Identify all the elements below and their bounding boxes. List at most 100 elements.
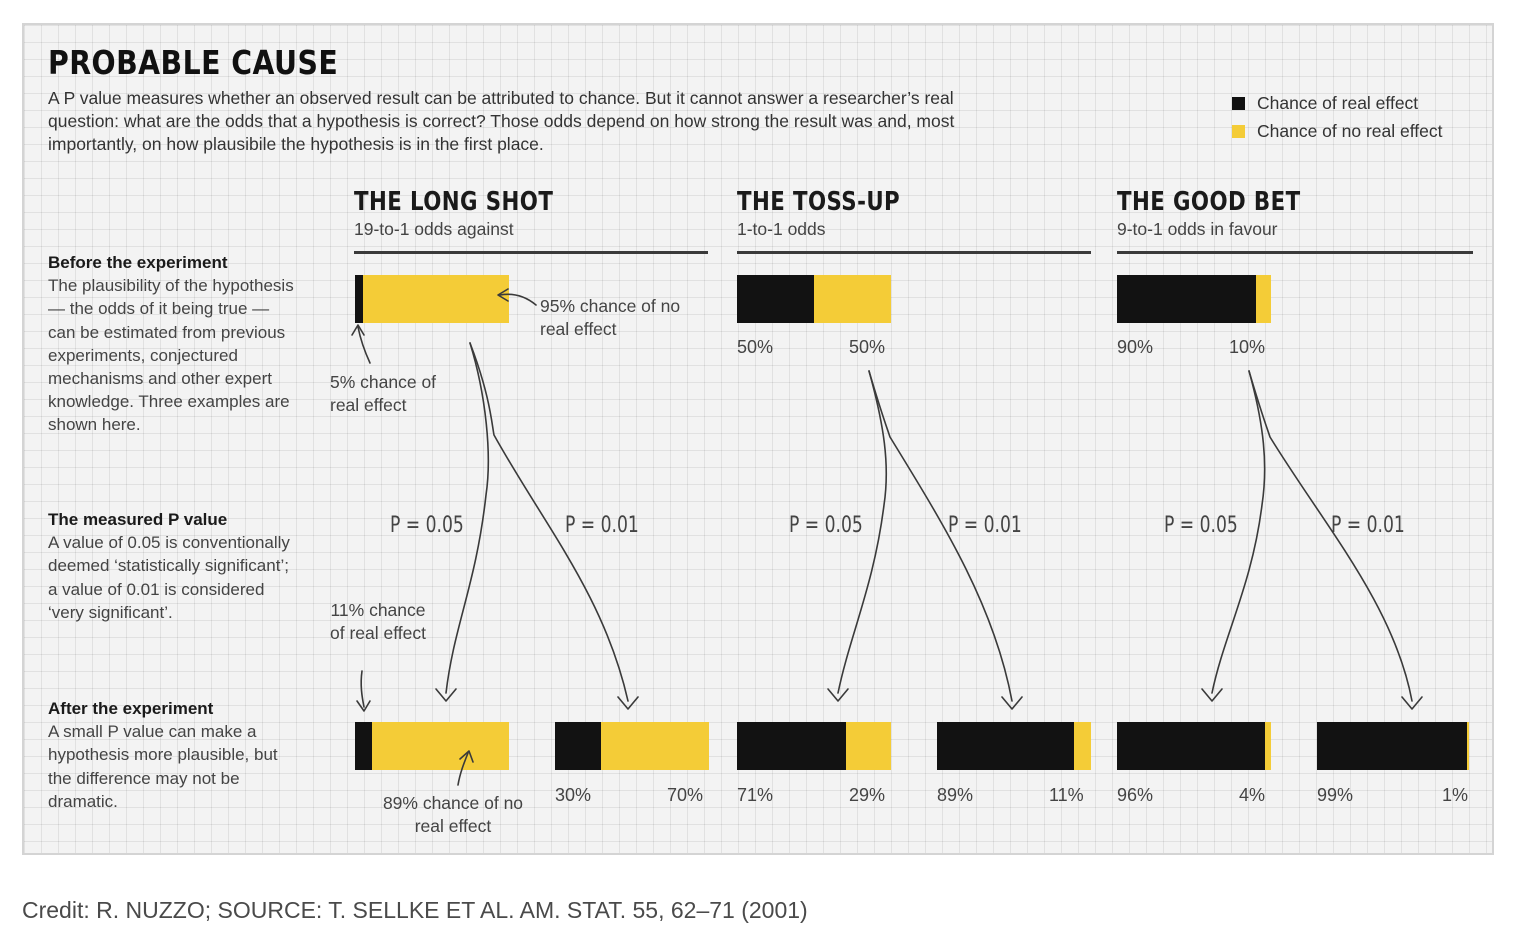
p-value-label: P = 0.05 <box>1164 513 1238 538</box>
legend-label-none: Chance of no real effect <box>1257 120 1443 141</box>
intro-text: A P value measures whether an observed r… <box>48 88 955 154</box>
bar-long-shot-before <box>355 275 509 323</box>
pct-label-none: 10% <box>1229 337 1266 357</box>
figure-title: PROBABLE CAUSE <box>48 43 339 82</box>
column-rule <box>1117 251 1473 254</box>
bar-toss-up-p05 <box>737 722 891 770</box>
column-subtitle: 9-to-1 odds in favour <box>1117 219 1278 239</box>
segment-real <box>1117 722 1265 770</box>
segment-real <box>1317 722 1468 770</box>
legend-swatch-none <box>1232 124 1245 138</box>
p-value-label: P = 0.01 <box>565 513 639 538</box>
arrow-long-shot-5-pointer-head <box>351 324 365 336</box>
side-before-body: The plausibility of the hypothesis — the… <box>48 276 294 435</box>
pct-label-none: 50% <box>849 337 886 357</box>
arrow-long-shot-11-pointer <box>360 670 365 708</box>
column-header-long-shot: THE LONG SHOT 19-to-1 odds against <box>354 187 710 240</box>
column-rule <box>354 251 708 254</box>
infographic-panel: PROBABLE CAUSE A P value measures whethe… <box>22 23 1494 855</box>
side-before: Before the experiment The plausibility o… <box>48 251 298 437</box>
column-subtitle: 19-to-1 odds against <box>354 219 514 239</box>
arrow-long-shot-p05-head <box>435 688 457 702</box>
segment-real <box>555 722 602 770</box>
column-title: THE TOSS-UP <box>737 187 901 217</box>
pct-label-none: 29% <box>849 785 886 805</box>
pct-label-none: 11% <box>1049 785 1084 805</box>
arrow-good-bet-p01-head <box>1401 696 1423 710</box>
bar-good-bet-p05 <box>1117 722 1271 770</box>
segment-real <box>355 275 363 323</box>
pct-label-real: 50% <box>737 337 774 357</box>
arrows-layer <box>351 288 1423 786</box>
arrow-toss-up-p01 <box>868 370 1013 702</box>
segment-real <box>937 722 1075 770</box>
bar-toss-up-before <box>737 275 891 323</box>
bar-long-shot-p01 <box>555 722 709 770</box>
segment-none <box>362 275 509 323</box>
legend-swatch-real <box>1232 96 1245 110</box>
arrow-long-shot-p01 <box>469 342 629 702</box>
segment-none <box>601 722 709 770</box>
legend-item-none: Chance of no real effect <box>1232 117 1443 145</box>
pct-label-none: 1% <box>1442 785 1469 805</box>
arrow-long-shot-89-pointer <box>457 752 469 786</box>
arrow-long-shot-p05 <box>445 342 490 694</box>
legend-item-real: Chance of real effect <box>1232 89 1443 117</box>
arrow-toss-up-p01-head <box>1001 696 1023 710</box>
arrow-long-shot-5-pointer <box>357 326 371 364</box>
segment-real <box>1117 275 1256 323</box>
pct-label-real: 89% <box>937 785 974 805</box>
annotation-long-shot-p05-real: 11% chance of real effect <box>330 600 426 643</box>
pct-label-real: 99% <box>1317 785 1354 805</box>
arrow-good-bet-p05-head <box>1201 688 1223 702</box>
bar-good-bet-before <box>1117 275 1271 323</box>
p-value-label: P = 0.01 <box>948 513 1022 538</box>
credit-line: Credit: R. NUZZO; SOURCE: T. SELLKE ET A… <box>22 897 808 923</box>
pct-label-none: 70% <box>667 785 704 805</box>
annotation-long-shot-p05-none: 89% chance of no real effect <box>382 793 524 836</box>
side-pvalue-body: A value of 0.05 is conventionally deemed… <box>48 533 290 622</box>
side-before-heading: Before the experiment <box>48 253 228 272</box>
column-header-good-bet: THE GOOD BET 9-to-1 odds in favour <box>1117 187 1473 240</box>
segment-none <box>1264 722 1271 770</box>
pct-label-none: 4% <box>1239 785 1266 805</box>
segment-real <box>737 722 847 770</box>
column-title: THE GOOD BET <box>1117 187 1301 217</box>
column-rule <box>737 251 1091 254</box>
column-title: THE LONG SHOT <box>354 187 554 217</box>
column-subtitle: 1-to-1 odds <box>737 219 826 239</box>
side-after-heading: After the experiment <box>48 699 214 718</box>
arrow-long-shot-p01-head <box>617 696 639 710</box>
annotation-long-shot-before-real: 5% chance of real effect <box>330 372 437 415</box>
segment-real <box>737 275 814 323</box>
segment-none <box>1255 275 1271 323</box>
pct-label-real: 71% <box>737 785 774 805</box>
segment-none <box>1074 722 1091 770</box>
side-pvalue-heading: The measured P value <box>48 510 228 529</box>
side-pvalue: The measured P value A value of 0.05 is … <box>48 508 298 624</box>
side-after: After the experiment A small P value can… <box>48 697 298 813</box>
bar-good-bet-p01 <box>1317 722 1469 770</box>
p-value-label: P = 0.05 <box>390 513 464 538</box>
segment-none <box>1467 722 1469 770</box>
segment-none <box>846 722 891 770</box>
pct-label-real: 96% <box>1117 785 1154 805</box>
pct-label-real: 90% <box>1117 337 1154 357</box>
legend: Chance of real effect Chance of no real … <box>1232 89 1443 145</box>
arrow-good-bet-p05 <box>1211 370 1266 694</box>
arrow-long-shot-95-pointer <box>499 293 537 306</box>
segment-real <box>355 722 372 770</box>
side-after-body: A small P value can make a hypothesis mo… <box>48 722 278 811</box>
p-value-label: P = 0.05 <box>789 513 863 538</box>
legend-label-real: Chance of real effect <box>1257 92 1419 113</box>
bar-toss-up-p01 <box>937 722 1091 770</box>
annotation-long-shot-before-none: 95% chance of no real effect <box>540 296 681 339</box>
p-value-label: P = 0.01 <box>1331 513 1405 538</box>
arrow-long-shot-95-pointer-head <box>497 288 509 302</box>
arrow-long-shot-89-pointer-head <box>459 750 474 763</box>
segment-none <box>814 275 891 323</box>
column-header-toss-up: THE TOSS-UP 1-to-1 odds <box>737 187 1093 240</box>
arrow-toss-up-p05 <box>837 370 888 694</box>
pct-label-real: 30% <box>555 785 592 805</box>
arrow-long-shot-11-pointer-head <box>356 700 371 712</box>
